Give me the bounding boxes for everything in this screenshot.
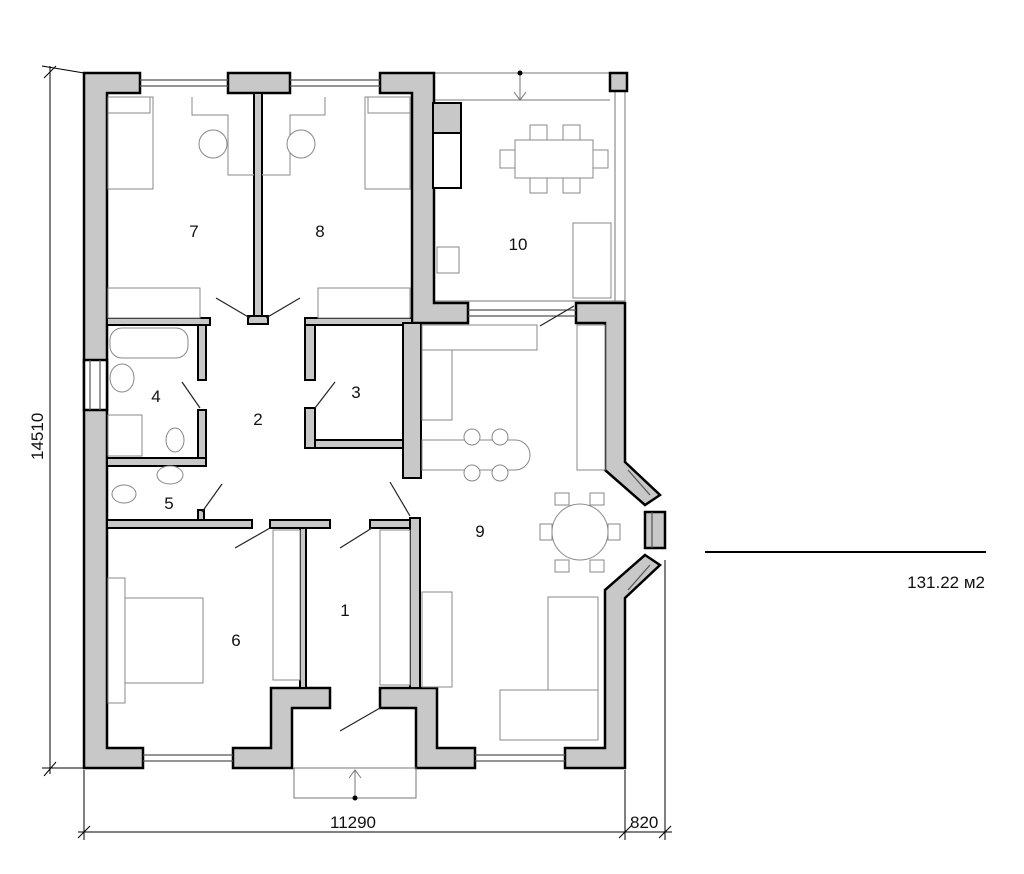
washbasin-4	[109, 363, 135, 393]
toilet-5	[111, 484, 137, 504]
room-label-7: 7	[189, 222, 198, 241]
kitchen-counter	[421, 324, 538, 351]
chair-room-7	[198, 129, 228, 159]
dimension-width: 11290 820	[77, 560, 672, 840]
room-label-5: 5	[164, 494, 173, 513]
kitchen-island	[421, 439, 531, 471]
total-area-label: 131.22 м2	[907, 573, 985, 592]
width-dimension-label: 11290	[330, 813, 376, 832]
total-area: 131.22 м2	[705, 551, 986, 592]
chair-room-8	[286, 129, 316, 159]
doors	[181, 297, 575, 801]
terrace	[431, 70, 629, 302]
room-label-4: 4	[151, 387, 160, 406]
room-label-9: 9	[475, 522, 484, 541]
exterior-walls	[82, 71, 667, 770]
terrace-sink	[436, 246, 460, 274]
furniture	[107, 96, 621, 741]
height-dimension-label: 14510	[28, 413, 47, 460]
room-label-10: 10	[509, 235, 528, 254]
shoe-cabinet	[421, 591, 453, 688]
wardrobe-room-7	[107, 287, 201, 319]
shower	[107, 414, 143, 457]
washbasin-5	[156, 465, 184, 485]
dining-table-terrace	[514, 139, 594, 179]
double-bed	[124, 597, 204, 684]
terrace-dimension-label: 820	[630, 813, 658, 832]
wardrobe-6	[272, 529, 301, 681]
room-label-8: 8	[315, 222, 324, 241]
wardrobe-room-8	[317, 287, 411, 319]
room-label-2: 2	[253, 410, 262, 429]
room-label-6: 6	[231, 631, 240, 650]
interior-walls	[106, 92, 462, 689]
terrace-sofa	[572, 222, 612, 299]
bathtub	[109, 327, 189, 359]
dimension-height: 14510	[28, 65, 85, 777]
room-label-3: 3	[351, 383, 360, 402]
wardrobe-1	[379, 529, 411, 686]
toilet-4	[165, 427, 185, 453]
kitchen-cabinets-right	[576, 324, 606, 471]
windows	[89, 79, 653, 762]
room-labels: 1 2 3 4 5 6 7 8 9 10	[151, 222, 527, 650]
round-dining-table	[551, 503, 609, 561]
room-label-1: 1	[340, 601, 349, 620]
terrace-column	[608, 71, 629, 93]
